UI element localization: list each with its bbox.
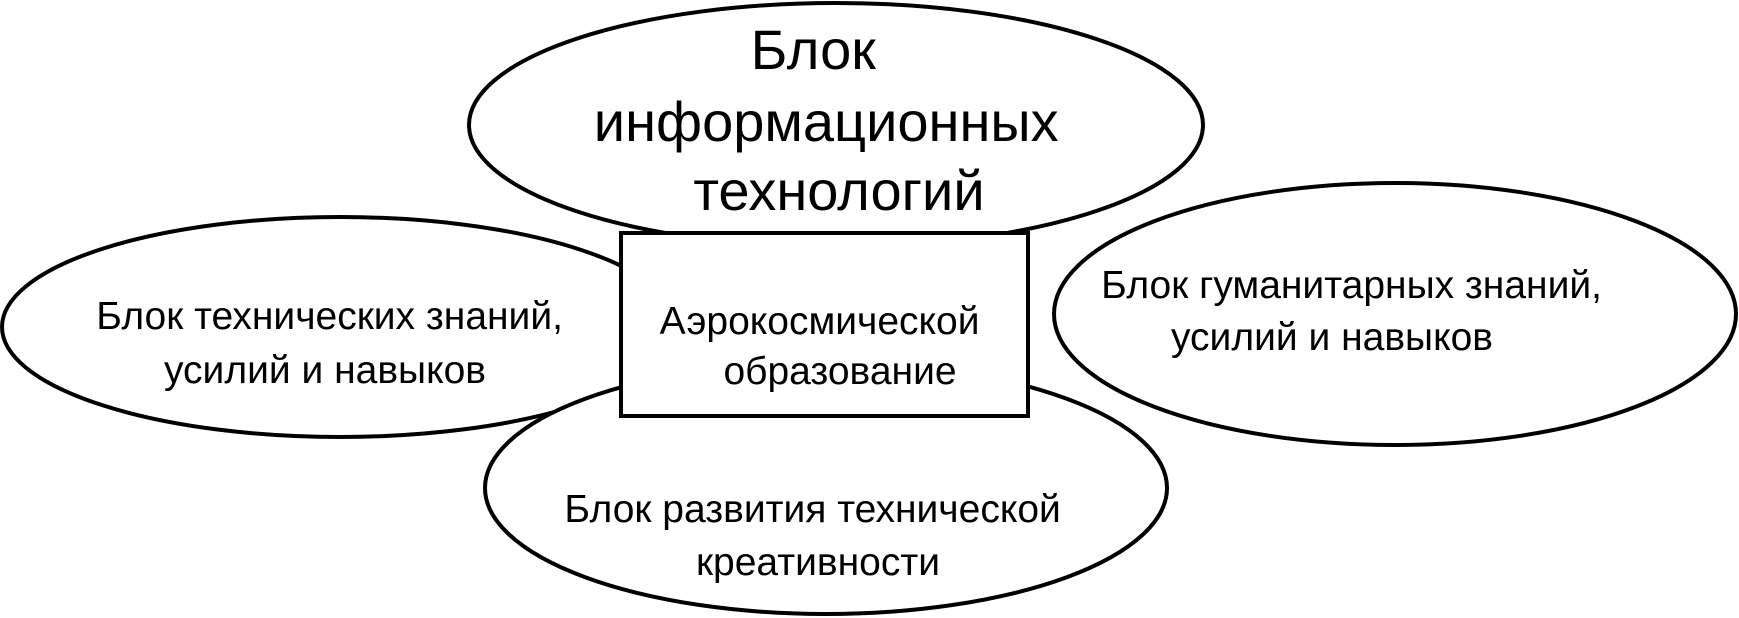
creativity-block-label: Блок развития технической креативности — [564, 488, 1071, 584]
creativity-block-label-line-2: креативности — [696, 541, 940, 584]
center-block-label-line-1: Аэрокосмической — [660, 300, 980, 343]
center-block-rect — [619, 231, 1030, 418]
humanitarian-block-label-line-1: Блок гуманитарных знаний, — [1101, 264, 1602, 307]
center-block-label: Аэрокосмической образование — [660, 300, 991, 393]
it-block-label-line-1: Блок — [751, 18, 877, 81]
it-block-label-line-2: информационных — [594, 90, 1059, 153]
humanitarian-block-ellipse — [1052, 181, 1738, 447]
humanitarian-block: Блок гуманитарных знаний, усилий и навык… — [1052, 181, 1738, 447]
technical-block: Блок технических знаний, усилий и навыко… — [0, 215, 680, 439]
center-block-label-line-2: образование — [723, 350, 956, 393]
technical-block-label: Блок технических знаний, усилий и навыко… — [96, 295, 574, 392]
humanitarian-block-label-line-2: усилий и навыков — [1171, 316, 1493, 359]
it-block-label: Блок информационных технологий — [594, 18, 1074, 222]
humanitarian-block-label: Блок гуманитарных знаний, усилий и навык… — [1101, 264, 1613, 359]
it-block: Блок информационных технологий — [467, 1, 1205, 249]
center-block: Аэрокосмической образование — [619, 231, 1030, 418]
creativity-block-label-line-1: Блок развития технической — [564, 488, 1060, 531]
technical-block-label-line-1: Блок технических знаний, — [96, 295, 563, 338]
technical-block-label-line-2: усилий и навыков — [164, 349, 486, 392]
it-block-label-line-3: технологий — [693, 159, 984, 222]
